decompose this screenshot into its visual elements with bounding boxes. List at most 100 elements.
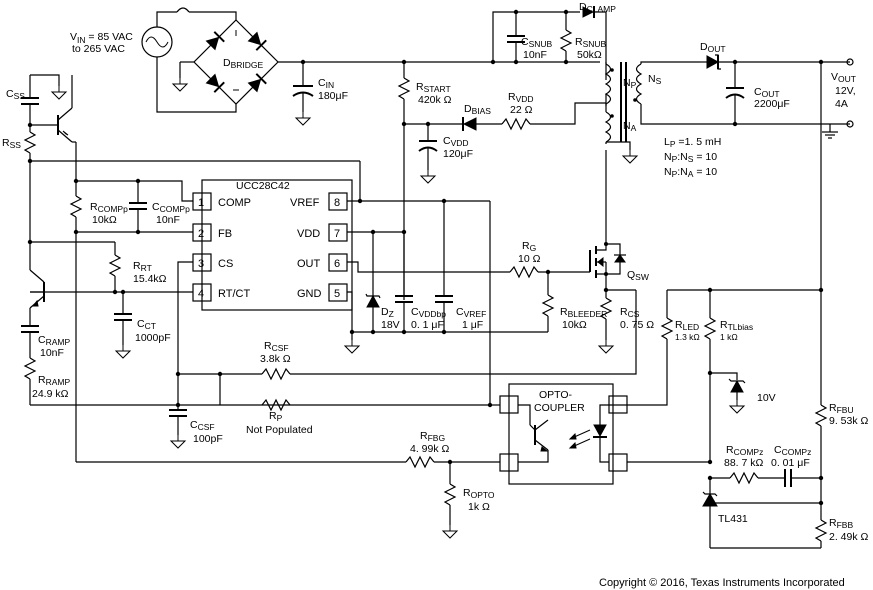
ns-label: NS [648,73,662,86]
rfbb-label: RFBB [829,517,853,530]
ucc28c42-ic [192,179,353,311]
rfbu-label: RFBU [829,402,854,415]
cramp-label: CRAMP [38,334,70,347]
ropto-value: 1k Ω [468,501,490,513]
cin-capacitor [292,59,314,126]
ic-pin-8-name: VREF [290,197,320,209]
rramp-value: 24.9 kΩ [32,388,69,400]
ic-pin-1-name: COMP [218,197,251,209]
rramp-label: RRAMP [38,374,70,387]
cvddbp-value: 0. 1 μF [411,319,444,331]
rsnub-value: 50kΩ [577,49,602,61]
cramp-value: 10nF [40,347,64,359]
soft-start-network [21,74,363,242]
dclamp-label: DCLAMP [579,1,616,14]
ccompp-value: 10nF [156,214,180,226]
dout-label: DOUT [700,41,726,54]
rss-label: RSS [2,137,21,150]
lp-label: LP =1. 5 mH [664,136,721,149]
rfbu-value: 9. 53k Ω [829,415,869,427]
ccompz-label: CCOMPz [774,444,811,457]
rfbg-value: 4. 99k Ω [410,443,450,455]
rcs-resistor [598,289,636,354]
csnub-label: CSNUB [521,36,553,49]
tl431-label: TL431 [718,513,748,525]
mosfet-qsw [589,236,626,293]
cvdd-label: CVDD [443,135,469,148]
ac-source [141,7,237,113]
rstart-label: RSTART [416,81,451,94]
ic-pin-1-num: 1 [198,197,204,209]
cct-label: CCT [137,318,156,331]
rvdd-label: RVDD [508,91,534,104]
ic-pin-3-name: CS [218,258,233,270]
cin-label: CIN [318,77,334,90]
ic-pin-4-num: 4 [198,288,204,300]
rt-ct-network [21,239,490,406]
ic-pin-2-num: 2 [198,228,204,240]
rfbb-value: 2. 49k Ω [829,531,869,543]
ic-pin-5-num: 5 [334,288,340,300]
ic-pin-7-num: 7 [334,228,340,240]
cvref-label: CVREF [456,306,486,319]
rp-label: RP [269,410,283,423]
rcs-label: RCS [620,306,640,319]
copyright-notice: Copyright © 2016, Texas Instruments Inco… [599,577,845,589]
cout-value: 2200μF [754,98,790,110]
rbleeder-label: RBLEEDER [560,306,607,319]
rcsf-label: RCSF [264,340,289,353]
cin-value: 180μF [318,90,348,102]
opto-label-2: COUPLER [534,402,585,414]
na-label: NA [623,120,637,133]
cvddbp-label: CVDDbp [411,306,446,319]
opto-label-1: OPTO- [539,389,573,401]
rcompz-label: RCOMPz [726,444,763,457]
vin-label: VIN = 85 VAC [70,31,133,45]
ic-pin-2-name: FB [218,228,232,240]
cout-label: COUT [754,86,780,99]
rled-value: 1.3 kΩ [675,332,700,342]
ccsf-value: 100pF [193,433,223,445]
ropto-label: ROPTO [463,487,495,500]
rsnub-label: RSNUB [575,36,607,49]
ic-pin-7-name: VDD [297,228,320,240]
feedback-line [76,455,500,539]
vin-range-label: to 265 VAC [72,43,125,55]
cs-filter-network [169,261,637,449]
ic-pin-4-name: RT/CT [218,288,250,300]
comp-network [69,178,193,462]
rcsf-value: 3.8k Ω [260,353,291,365]
secondary-feedback [627,287,828,549]
cct-value: 1000pF [135,332,171,344]
rvdd-value: 22 Ω [510,104,533,116]
rled-label: RLED [675,319,699,332]
rcompz-value: 88. 7 kΩ [724,457,764,469]
csnub-value: 10nF [523,49,547,61]
rcompp-label: RCOMPp [90,201,128,214]
output-stage [655,54,854,139]
zener-10v-value: 10V [757,392,776,404]
css-label: CSS [6,88,25,101]
ccsf-label: CCSF [190,419,215,432]
ccompz-value: 0. 01 μF [771,457,810,469]
np-na-ratio: NP:NA = 10 [664,166,717,179]
bias-supply [404,102,606,184]
dbias-label: DBIAS [464,103,491,116]
vout-current: 4A [835,98,848,110]
rcs-value: 0. 75 Ω [620,319,654,331]
transformer [604,61,700,164]
cvref-value: 1 μF [462,319,483,331]
rbleeder-value: 10kΩ [562,319,587,331]
rg-value: 10 Ω [518,253,541,265]
dz-label: DZ [381,306,394,319]
np-label: NP [623,77,637,90]
rfbg-label: RFBG [420,430,445,443]
cvdd-value: 120μF [443,148,473,160]
ic-pin-3-num: 3 [198,258,204,270]
qsw-label: QSW [627,269,649,282]
dbridge-label: DBRIDGE [223,57,264,70]
np-ns-ratio: NP:NS = 10 [664,151,717,164]
ic-pin-5-name: GND [297,288,322,300]
rtlbias-label: RTLbias [720,319,753,332]
